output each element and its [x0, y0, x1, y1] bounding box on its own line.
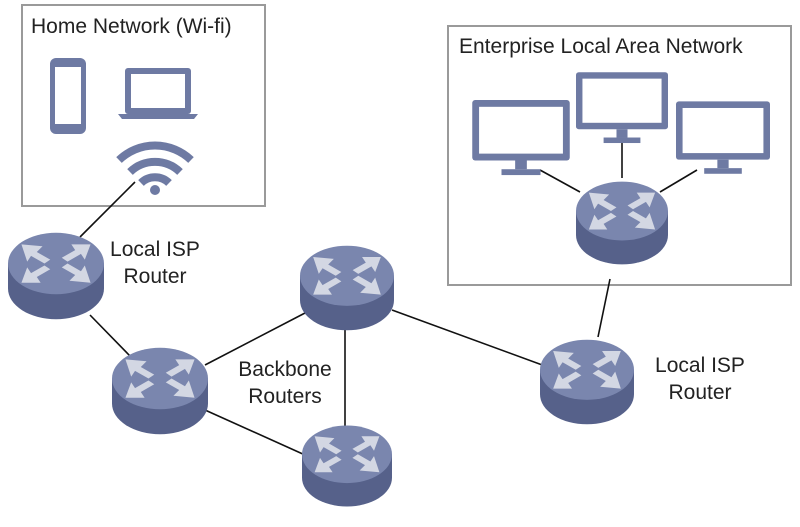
- monitor-icon: [472, 100, 570, 176]
- local-isp-right-line2: Router: [668, 381, 732, 404]
- wifi-icon: [116, 141, 194, 195]
- local-isp-router-left-icon: [8, 232, 104, 320]
- local-isp-router-right-icon: [540, 339, 634, 425]
- link-backbone-left-bottom: [204, 409, 306, 456]
- local-isp-left-line1: Local ISP: [110, 238, 200, 261]
- network-links: [79, 140, 698, 456]
- backbone-router-top-icon: [300, 245, 394, 331]
- link-backbone-right-isp: [391, 309, 546, 367]
- backbone-line1: Backbone: [238, 358, 332, 381]
- laptop-icon: [118, 68, 198, 119]
- local-isp-right-line1: Local ISP: [655, 354, 745, 377]
- enterprise-network-title: Enterprise Local Area Network: [459, 35, 743, 58]
- local-isp-left-line2: Router: [123, 265, 187, 288]
- local-isp-left-label: Local ISP Router: [100, 236, 210, 290]
- link-wifi-local-isp: [79, 181, 136, 238]
- phone-icon: [50, 58, 86, 134]
- link-monitor-left-router: [539, 169, 581, 193]
- enterprise-router-icon: [576, 181, 668, 265]
- enterprise-network-box: [447, 25, 792, 286]
- home-network-title: Home Network (Wi-fi): [31, 15, 232, 38]
- home-network-box: [21, 4, 266, 207]
- link-monitor-right-router: [659, 169, 698, 193]
- backbone-router-left-icon: [112, 347, 208, 435]
- monitor-icon: [676, 101, 770, 174]
- backbone-router-bottom-icon: [302, 425, 392, 507]
- link-local-isp-backbone: [89, 314, 131, 357]
- link-backbone-left-top: [204, 312, 306, 366]
- backbone-line2: Routers: [248, 385, 322, 408]
- local-isp-right-label: Local ISP Router: [645, 352, 755, 406]
- backbone-label: Backbone Routers: [230, 356, 340, 410]
- monitor-icon: [576, 72, 668, 144]
- link-right-isp-enterprise: [597, 278, 611, 338]
